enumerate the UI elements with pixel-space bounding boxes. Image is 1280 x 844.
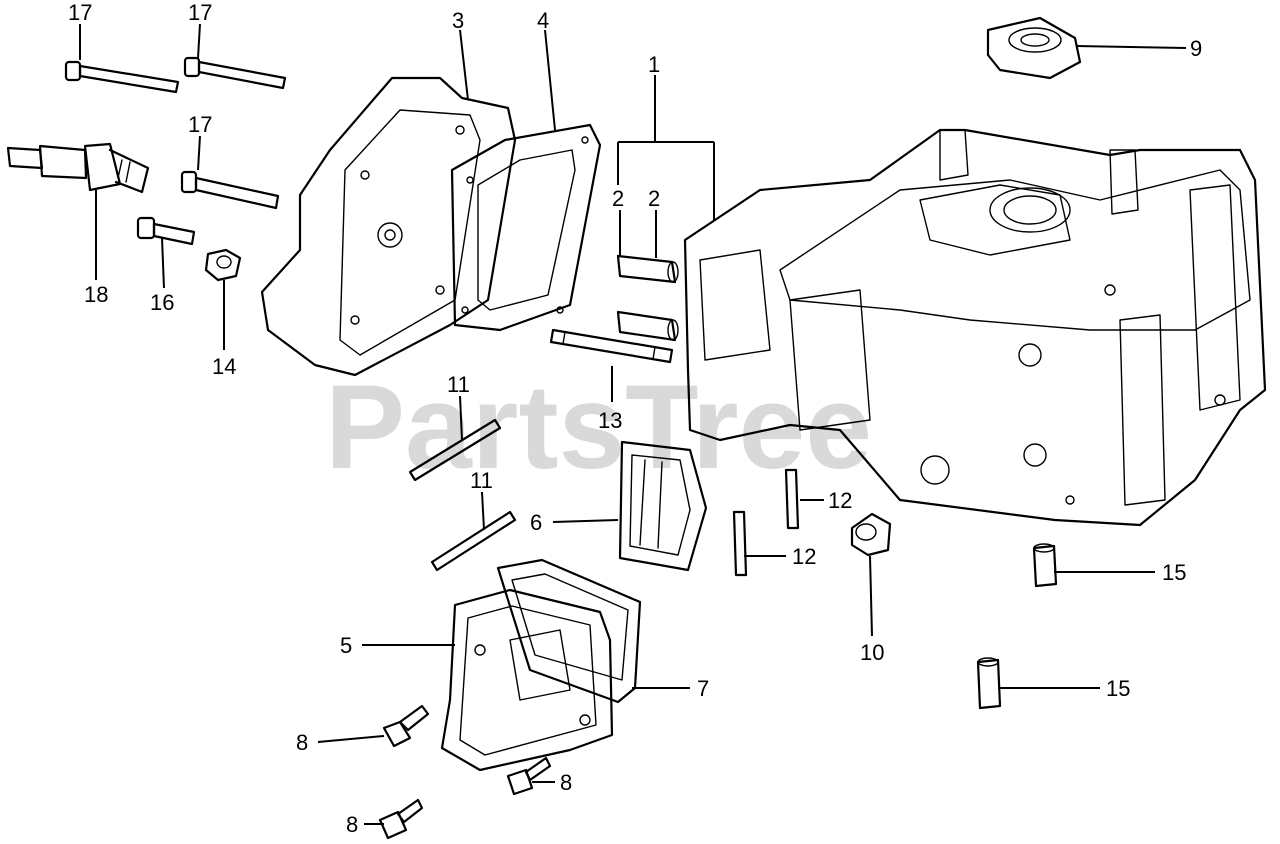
callout-11b: 11 [470,468,493,493]
gasket-6[interactable] [618,440,708,572]
dowel-pin-2b[interactable] [616,310,679,342]
cover-3[interactable] [260,76,517,377]
leader-lines [79,23,1187,825]
pin-12a[interactable] [784,468,800,530]
nut-14[interactable] [204,248,242,282]
spark-plug-18[interactable] [6,142,150,194]
callout-17c: 17 [188,112,212,137]
callout-2b: 2 [648,186,660,211]
callout-2a: 2 [612,186,624,211]
bolt-8b[interactable] [506,756,552,796]
dowel-15b[interactable] [976,657,1002,710]
stud-13[interactable] [549,328,674,364]
gasket-4[interactable] [450,123,602,332]
dowel-15a[interactable] [1032,543,1058,588]
callout-4: 4 [537,8,549,33]
oil-seal-9[interactable] [986,16,1082,80]
bolt-8a[interactable] [382,704,430,748]
callout-12a: 12 [828,488,852,513]
stud-11a[interactable] [408,418,502,482]
callout-11a: 11 [447,372,470,397]
crankcase-block[interactable] [683,128,1267,527]
callout-13: 13 [598,408,622,433]
callout-labels: 17 17 17 18 16 14 3 4 1 2 2 13 9 11 11 6… [68,0,1202,837]
callout-12b: 12 [792,544,816,569]
pin-12b[interactable] [732,510,748,577]
callout-6: 6 [530,510,542,535]
callout-14: 14 [212,354,236,379]
callout-16: 16 [150,290,174,315]
callout-7: 7 [697,676,709,701]
callout-10: 10 [860,640,884,665]
callout-8a: 8 [296,730,308,755]
bushing-10[interactable] [850,512,892,557]
callout-17a: 17 [68,0,92,25]
bolt-17a[interactable] [64,60,180,94]
callout-8b: 8 [560,770,572,795]
bolt-8c[interactable] [378,798,424,840]
callout-8c: 8 [346,812,358,837]
callout-15a: 15 [1162,560,1186,585]
stud-11b[interactable] [430,510,517,572]
callout-18: 18 [84,282,108,307]
callout-3: 3 [452,8,464,33]
bolt-16[interactable] [136,216,196,246]
callout-17b: 17 [188,0,212,25]
bolt-17b[interactable] [183,56,287,90]
callout-9: 9 [1190,36,1202,61]
cover-5[interactable] [440,588,614,772]
callout-5: 5 [340,633,352,658]
callout-15b: 15 [1106,676,1130,701]
dowel-pin-2a[interactable] [616,254,679,284]
callout-1: 1 [648,52,660,77]
bolt-17c[interactable] [180,170,280,210]
